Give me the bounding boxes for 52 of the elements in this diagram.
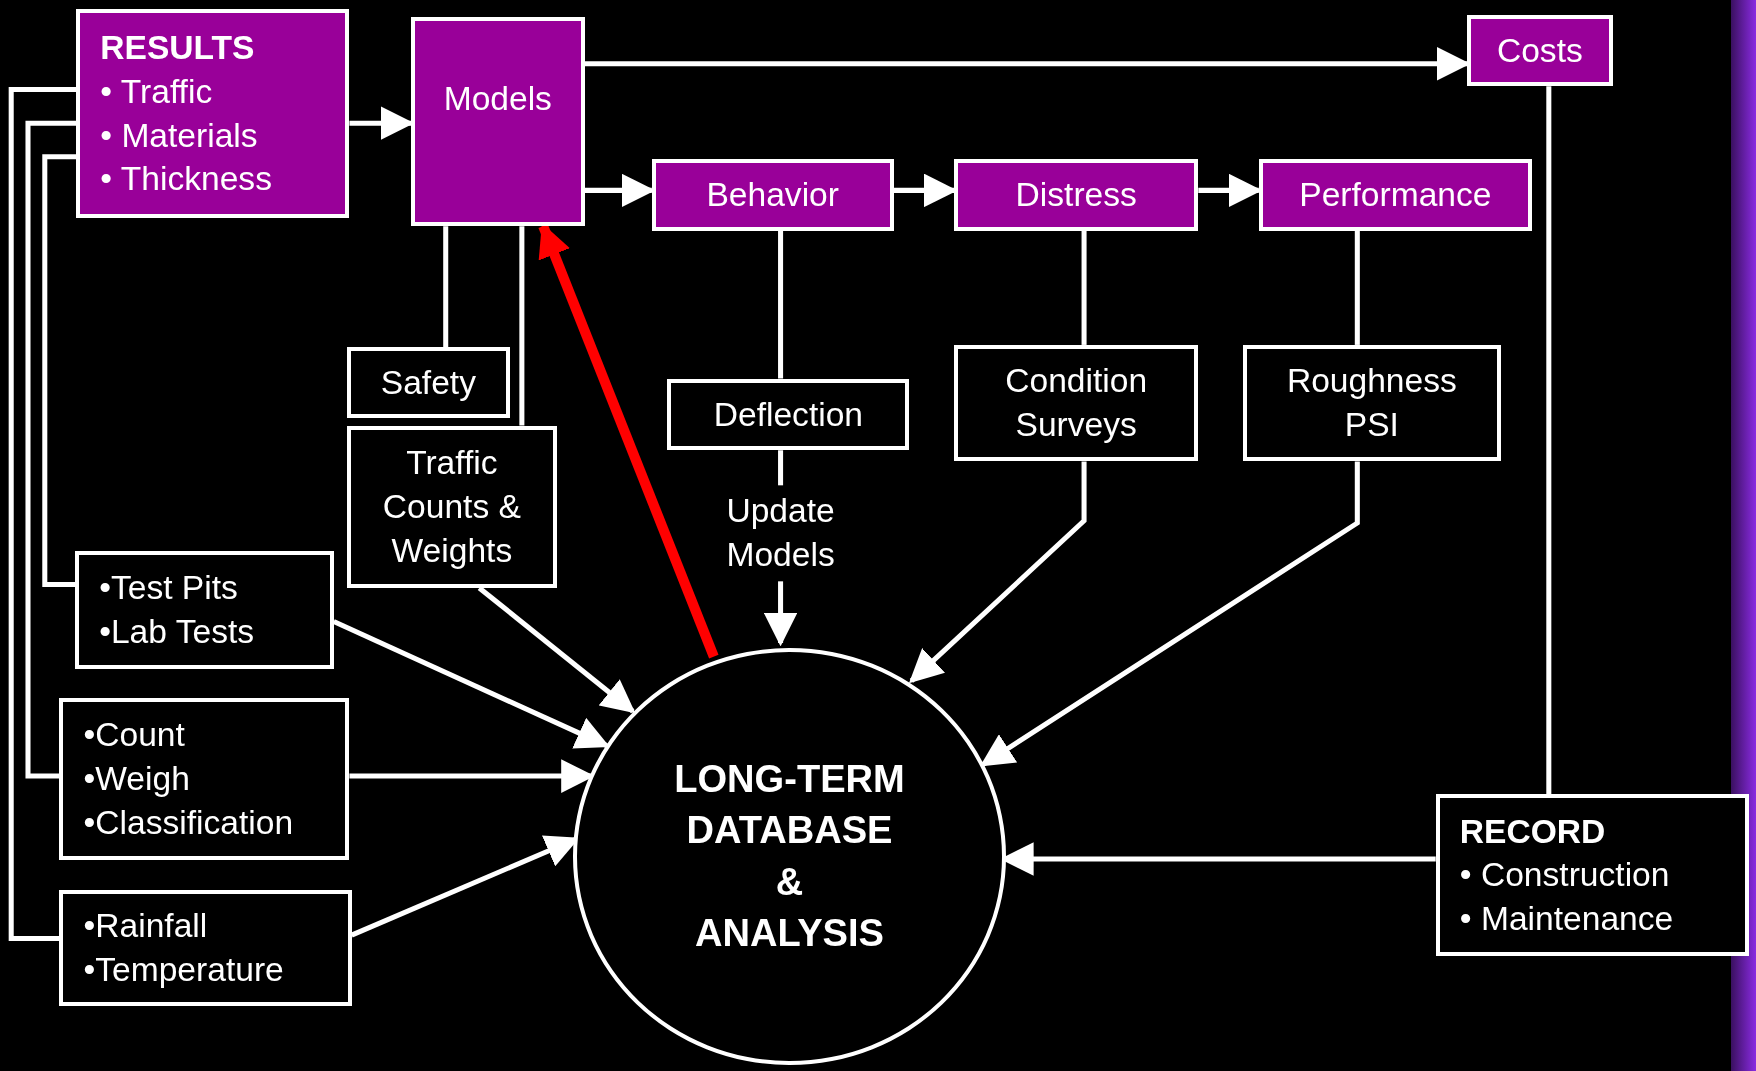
connector-line xyxy=(8,87,77,941)
data-box xyxy=(347,425,557,588)
process-box xyxy=(1467,14,1613,87)
box-label: Safety xyxy=(380,362,476,403)
connector-line xyxy=(519,226,525,426)
data-box xyxy=(667,378,910,451)
connector-line xyxy=(1081,230,1087,345)
box-label: Distress xyxy=(1015,175,1137,215)
connector-line xyxy=(443,226,449,348)
box-label: Performance xyxy=(1299,175,1492,215)
box-label: • Thickness xyxy=(100,159,272,200)
circle-label: LONG-TERM DATABASE & ANALYSIS xyxy=(673,756,906,957)
box-label: Behavior xyxy=(706,175,839,215)
arrow xyxy=(477,586,636,714)
data-box xyxy=(954,344,1199,462)
box-label: RESULTS xyxy=(100,28,255,69)
process-box xyxy=(954,159,1199,231)
process-box xyxy=(651,159,894,231)
connector-line xyxy=(1354,230,1360,345)
box-label: •Count xyxy=(83,715,185,756)
box-label: • Traffic xyxy=(100,72,213,113)
box-label: • Construction xyxy=(1459,855,1670,896)
box-label: Traffic Counts & Weights xyxy=(381,443,522,571)
connector-line xyxy=(25,120,77,779)
box-label: •Weigh xyxy=(83,759,190,800)
process-box xyxy=(76,8,350,219)
box-label: •Rainfall xyxy=(83,906,208,947)
box-label: Condition Surveys xyxy=(1004,361,1149,446)
data-box xyxy=(75,551,334,669)
process-box xyxy=(411,16,585,227)
box-label: Deflection xyxy=(713,394,864,435)
box-label: • Materials xyxy=(100,115,258,156)
box-label: RECORD xyxy=(1459,811,1606,852)
arrow xyxy=(332,619,610,749)
process-box xyxy=(1258,159,1532,231)
connector-line xyxy=(42,154,77,588)
data-box xyxy=(347,347,510,418)
arrow xyxy=(909,461,1087,684)
box-label: Costs xyxy=(1496,30,1583,71)
connector-line xyxy=(778,230,784,379)
box-label: •Classification xyxy=(83,802,294,843)
data-box xyxy=(1243,344,1501,462)
data-box xyxy=(59,697,350,861)
box-label: • Maintenance xyxy=(1459,899,1674,939)
box-label: •Temperature xyxy=(83,950,284,990)
box-label: •Test Pits xyxy=(99,568,238,609)
data-box xyxy=(59,890,352,1006)
box-label: •Lab Tests xyxy=(99,611,255,652)
connector-line xyxy=(1546,86,1552,794)
data-box xyxy=(1435,794,1750,957)
box-label: Models xyxy=(443,78,552,119)
box-label: Roughness PSI xyxy=(1285,361,1458,446)
